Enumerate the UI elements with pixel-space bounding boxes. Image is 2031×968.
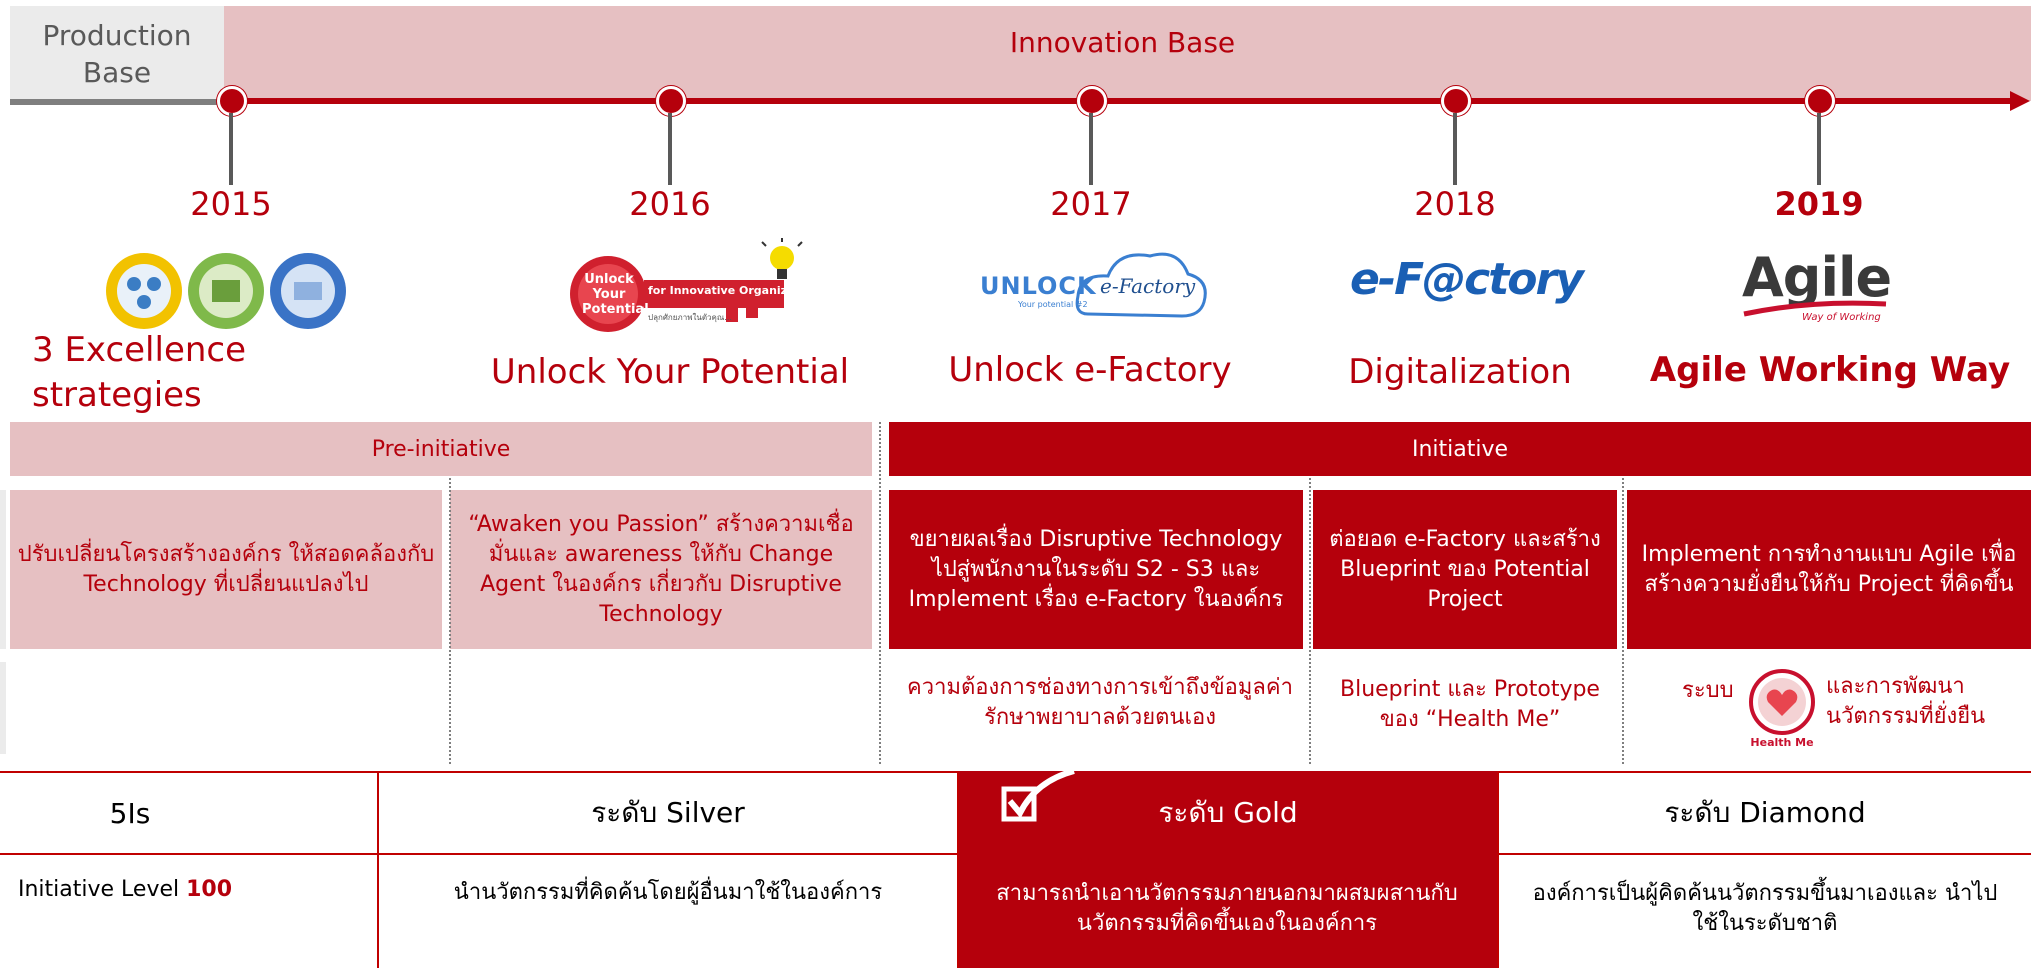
silver-desc: นำนวัตกรรมที่คิดค้นโดยผู้อื่นมาใช้ในองค์…	[453, 880, 883, 905]
unlock-your-potential-key-icon: Unlock Your Potential for Innovative Org…	[566, 236, 819, 336]
agile-logo-sub: Way of Working	[1802, 312, 1881, 323]
e-factory-wordmark-icon: e-F@ctory	[1350, 254, 1584, 305]
milestone-title-2016: Unlock Your Potential	[490, 352, 850, 392]
table-divider	[377, 771, 379, 968]
checkmark-icon	[1000, 767, 1080, 827]
milestone-title-2017: Unlock e-Factory	[948, 350, 1232, 390]
milestone-stem-2015	[229, 113, 233, 185]
milestone-title-2019: Agile Working Way	[1649, 350, 2011, 390]
level-diamond: ระดับ Diamond	[1664, 796, 1866, 829]
gold-desc: สามารถนำเอานวัตกรรมภายนอกมาผสมผสานกับ นว…	[996, 881, 1458, 936]
cell-2015-text: ปรับเปลี่ยนโครงสร้างองค์กร ให้สอดคล้องกั…	[17, 541, 435, 597]
milestone-title-2015: 3 Excellence strategies	[32, 330, 247, 415]
milestone-year-2017: 2017	[1050, 185, 1132, 223]
initiative-label: Initiative	[1411, 436, 1509, 462]
milestone-stem-2017	[1089, 113, 1093, 185]
milestone-year-2019: 2019	[1774, 185, 1864, 223]
milestone-year-2015: 2015	[190, 185, 272, 223]
level-table: 5Is ระดับ Silver ระดับ Gold ระดับ Diamon…	[0, 768, 2031, 968]
key-logo-text: Unlock Your Potential	[582, 272, 649, 317]
table-divider	[957, 771, 959, 968]
cell-2018: ต่อยอด e-Factory และสร้าง Blueprint ของ …	[1313, 490, 1617, 649]
initiative-level-label: Initiative Level	[18, 877, 180, 902]
three-excellence-badges-icon	[104, 250, 354, 332]
milestone-dot-2019	[1805, 86, 1835, 116]
timeline-line	[224, 98, 2014, 104]
production-base-line	[10, 99, 224, 105]
milestone-dot-2017	[1077, 86, 1107, 116]
target-2019-suffix: และการพัฒนา นวัตกรรมที่ยั่งยืน	[1826, 674, 1986, 729]
milestone-title-2018: Digitalization	[1348, 352, 1572, 392]
pre-initiative-band: Pre-initiative	[10, 422, 872, 476]
cloud-logo-sub: Your potential #2	[1018, 300, 1088, 309]
cell-2016-text: “Awaken you Passion” สร้างความเชื่อมั่นแ…	[468, 511, 854, 627]
cell-2019-text: Implement การทำงานแบบ Agile เพื่อสร้างคว…	[1641, 541, 2017, 597]
level-gold: ระดับ Gold	[1158, 796, 1298, 829]
target-2018-text: Blueprint และ Prototype ของ “Health Me”	[1340, 677, 1600, 732]
milestone-year-2016: 2016	[629, 185, 711, 223]
initiative-level: Initiative Level 100	[18, 875, 232, 905]
separator-dotted	[449, 478, 451, 764]
production-base-label: Production Base	[10, 6, 224, 101]
separator-dotted	[1309, 478, 1311, 764]
health-me-label: Health Me	[1750, 736, 1814, 749]
target-2018: Blueprint และ Prototype ของ “Health Me”	[1330, 660, 1610, 750]
cell-2018-text: ต่อยอด e-Factory และสร้าง Blueprint ของ …	[1329, 526, 1601, 612]
health-me-icon: Health Me	[1748, 668, 1816, 752]
unlock-e-factory-cloud-icon: UNLOCK Your potential #2 e-Factory	[978, 244, 1210, 330]
table-divider	[1497, 771, 1499, 968]
pre-initiative-label: Pre-initiative	[371, 436, 511, 462]
milestone-stem-2016	[668, 113, 672, 185]
milestone-stem-2018	[1453, 113, 1457, 185]
target-2017: ความต้องการช่องทางการเข้าถึงข้อมูลค่ารัก…	[905, 668, 1295, 738]
timeline-arrow-icon	[2010, 91, 2030, 111]
innovation-base-label: Innovation Base	[1009, 26, 1236, 59]
initiative-level-value: 100	[186, 877, 233, 902]
milestone-year-2018: 2018	[1414, 185, 1496, 223]
separator-dotted	[879, 422, 881, 764]
milestone-dot-2018	[1441, 86, 1471, 116]
key-logo-thai: ปลุกศักยภาพในตัวคุณ...	[648, 313, 732, 322]
target-2017-text: ความต้องการช่องทางการเข้าถึงข้อมูลค่ารัก…	[907, 675, 1293, 730]
diamond-desc: องค์การเป็นผู้คิดค้นนวัตกรรมขึ้นมาเองและ…	[1532, 881, 1998, 936]
cell-2017: ขยายผลเรื่อง Disruptive Technology ไปสู่…	[889, 490, 1303, 649]
level-silver: ระดับ Silver	[591, 796, 745, 829]
left-strip-bottom	[0, 662, 6, 754]
key-logo-tagline: for Innovative Organization	[648, 284, 819, 297]
cell-2017-text: ขยายผลเรื่อง Disruptive Technology ไปสู่…	[908, 526, 1284, 612]
initiative-band: Initiative	[889, 422, 2031, 476]
target-2019-prefix: ระบบ	[1682, 678, 1734, 703]
gold-column-highlight	[957, 771, 1497, 968]
milestone-dot-2015	[217, 86, 247, 116]
innovation-base-band	[224, 6, 2031, 101]
level-5is: 5Is	[109, 796, 151, 830]
production-base-text: Production Base	[42, 18, 192, 89]
left-strip-top	[0, 490, 6, 649]
agile-wordmark-icon: Agile Way of Working	[1740, 246, 1900, 330]
separator-dotted	[1622, 478, 1624, 764]
cell-2015: ปรับเปลี่ยนโครงสร้างองค์กร ให้สอดคล้องกั…	[10, 490, 442, 649]
cloud-logo-text: UNLOCK	[980, 272, 1097, 300]
cell-2019: Implement การทำงานแบบ Agile เพื่อสร้างคว…	[1627, 490, 2031, 649]
milestone-dot-2016	[656, 86, 686, 116]
agile-logo-text: Agile	[1742, 246, 1892, 309]
cell-2016: “Awaken you Passion” สร้างความเชื่อมั่นแ…	[450, 490, 872, 649]
cloud-logo-script: e-Factory	[1100, 274, 1196, 298]
milestone-stem-2019	[1817, 113, 1821, 185]
